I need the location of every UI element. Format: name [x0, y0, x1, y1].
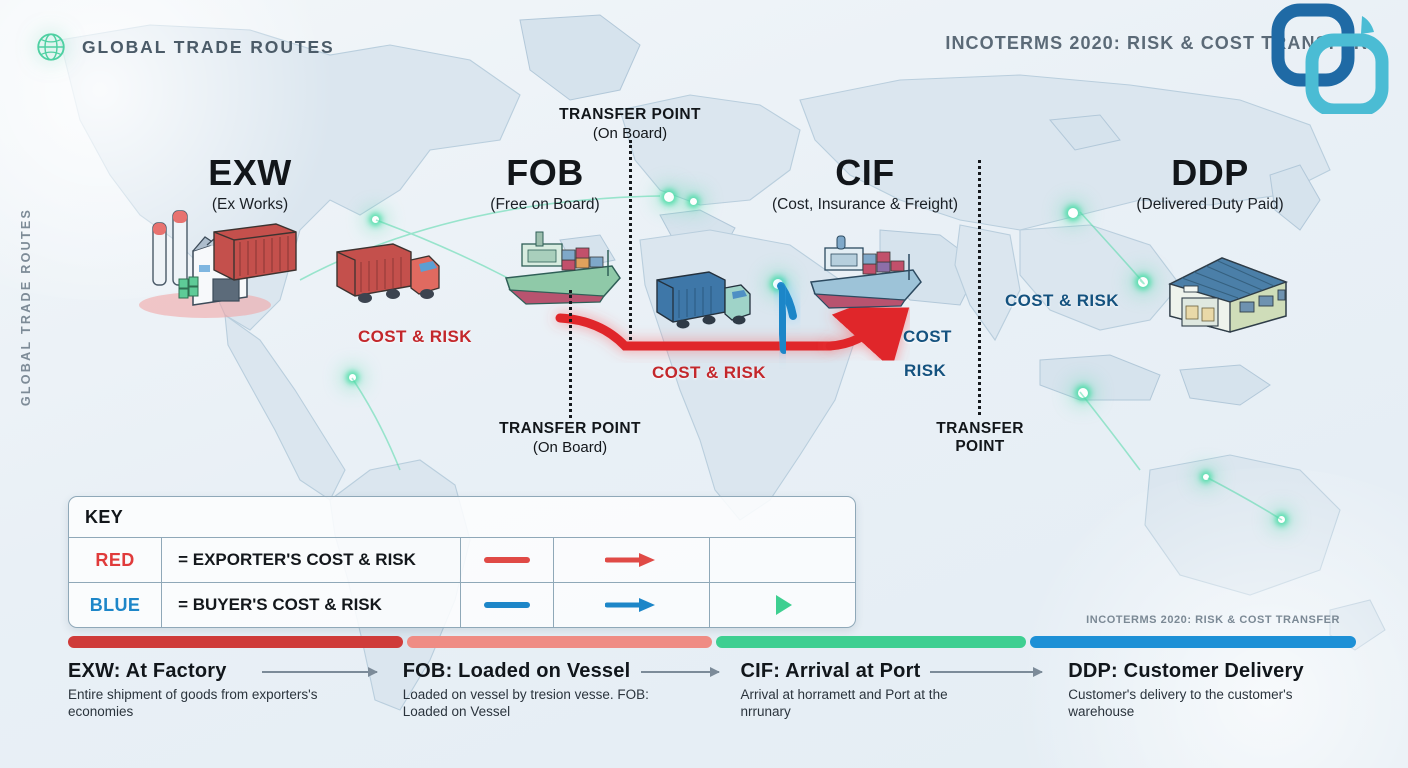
timeline-step-title: DDP: Customer Delivery: [1068, 660, 1304, 682]
timeline-step-cif: CIF: Arrival at Port Arrival at horramet…: [740, 660, 1068, 721]
timeline-step-desc: Entire shipment of goods from exporters'…: [68, 687, 318, 719]
key-meaning: = BUYER'S COST & RISK: [162, 583, 462, 627]
globe-icon: [34, 30, 68, 64]
brand-title: GLOBAL TRADE ROUTES: [82, 36, 335, 57]
transfer-point-sub: (On Board): [592, 125, 668, 142]
timeline-segment: [407, 636, 712, 648]
flow-label-cif-cost: COST: [903, 327, 952, 346]
qq-logo-icon: [1266, 2, 1402, 117]
timeline-arrow-icon: [262, 667, 378, 677]
shipping-container-icon: [213, 223, 297, 281]
green-triangle-icon: [710, 583, 855, 627]
transfer-point-title: TRANSFER: [936, 420, 1024, 437]
term-code: FOB: [506, 152, 584, 193]
truck-icon: [336, 243, 440, 303]
network-node-icon: [372, 216, 379, 223]
timeline-step-desc: Arrival at horramett and Port at the nrr…: [740, 687, 948, 719]
truck-icon: [656, 271, 751, 329]
transfer-divider-top: [629, 140, 632, 340]
timeline-arrow-icon: [930, 667, 1044, 677]
transfer-point-title-2: POINT: [955, 438, 1005, 455]
timeline-step-title: CIF: Arrival at Port: [740, 660, 921, 682]
network-node-icon: [1078, 388, 1088, 398]
flow-label-cif-risk: RISK: [904, 361, 947, 380]
transfer-point-sub: (On Board): [532, 439, 608, 456]
flow-line-fob-cif: [555, 282, 917, 370]
timeline-step-desc: Loaded on vessel by tresion vesse. FOB: …: [402, 687, 649, 719]
transfer-point-top: TRANSFER POINT (On Board): [530, 106, 730, 142]
transfer-point-bottom: TRANSFER POINT (On Board): [470, 420, 670, 456]
term-code: CIF: [835, 152, 895, 193]
term-code: DDP: [1171, 152, 1249, 193]
flow-label-exw: COST & RISK: [358, 327, 472, 346]
timeline-step-title: EXW: At Factory: [68, 660, 227, 682]
page-title: INCOTERMS 2020: RISK & COST TRANSFER: [945, 33, 1368, 53]
term-code: EXW: [208, 152, 292, 193]
timeline-step-exw: EXW: At Factory Entire shipment of goods…: [68, 660, 403, 721]
transfer-point-title: TRANSFER POINT: [499, 420, 641, 437]
term-label-cif: CIF (Cost, Insurance & Freight): [745, 155, 985, 214]
key-extra-blank: [710, 538, 855, 582]
blue-arrow-icon: [554, 583, 711, 627]
timeline-step-title: FOB: Loaded on Vessel: [402, 660, 631, 682]
key-color-label: BLUE: [69, 583, 163, 627]
term-label-fob: FOB (Free on Board): [455, 155, 635, 214]
timeline-progress-bar: [68, 636, 1356, 648]
term-fullname: (Ex Works): [211, 196, 289, 213]
network-node-icon: [1203, 474, 1209, 480]
key-legend: KEY RED = EXPORTER'S COST & RISK BLUE = …: [68, 496, 856, 628]
transfer-point-title: TRANSFER POINT: [559, 106, 701, 123]
network-node-icon: [349, 374, 356, 381]
term-label-exw: EXW (Ex Works): [160, 155, 340, 214]
term-fullname: (Cost, Insurance & Freight): [771, 196, 959, 213]
timeline-steps: EXW: At Factory Entire shipment of goods…: [68, 660, 1368, 721]
key-heading: KEY: [69, 497, 855, 538]
blue-line-swatch: [461, 583, 555, 627]
term-label-ddp: DDP (Delivered Duty Paid): [1110, 155, 1310, 214]
trade-arc-lines: [299, 195, 1283, 521]
transfer-divider-fob: [569, 290, 572, 418]
transfer-point-right: TRANSFER POINT: [880, 420, 1080, 456]
timeline-segment: [1030, 636, 1356, 648]
flow-label-fob: COST & RISK: [652, 363, 766, 382]
key-row-red: RED = EXPORTER'S COST & RISK: [69, 538, 855, 583]
key-row-blue: BLUE = BUYER'S COST & RISK: [69, 583, 855, 627]
timeline-step-desc: Customer's delivery to the customer's wa…: [1068, 687, 1293, 719]
network-node-icon: [690, 198, 697, 205]
cargo-ship-icon: [504, 231, 621, 305]
red-arrow-icon: [554, 538, 711, 582]
timeline-segment: [716, 636, 1026, 648]
term-fullname: (Delivered Duty Paid): [1136, 196, 1284, 213]
network-node-icon: [664, 192, 674, 202]
network-node-icon: [1068, 208, 1078, 218]
red-line-swatch: [461, 538, 555, 582]
footer-caption: INCOTERMS 2020: RISK & COST TRANSFER: [1086, 614, 1340, 626]
flow-curve-risk: [777, 284, 788, 354]
timeline-arrow-icon: [640, 667, 720, 677]
term-fullname: (Free on Board): [490, 196, 600, 213]
flow-label-ddp: COST & RISK: [1005, 291, 1119, 310]
timeline-step-ddp: DDP: Customer Delivery Customer's delive…: [1068, 660, 1368, 721]
timeline-segment: [68, 636, 403, 648]
header-brand: GLOBAL TRADE ROUTES: [34, 30, 335, 64]
key-color-label: RED: [69, 538, 163, 582]
timeline-step-fob: FOB: Loaded on Vessel Loaded on vessel b…: [403, 660, 741, 721]
key-meaning: = EXPORTER'S COST & RISK: [162, 538, 462, 582]
transfer-divider-cif: [978, 160, 981, 415]
warehouse-icon: [1168, 257, 1289, 333]
cargo-ship-icon: [809, 235, 922, 309]
